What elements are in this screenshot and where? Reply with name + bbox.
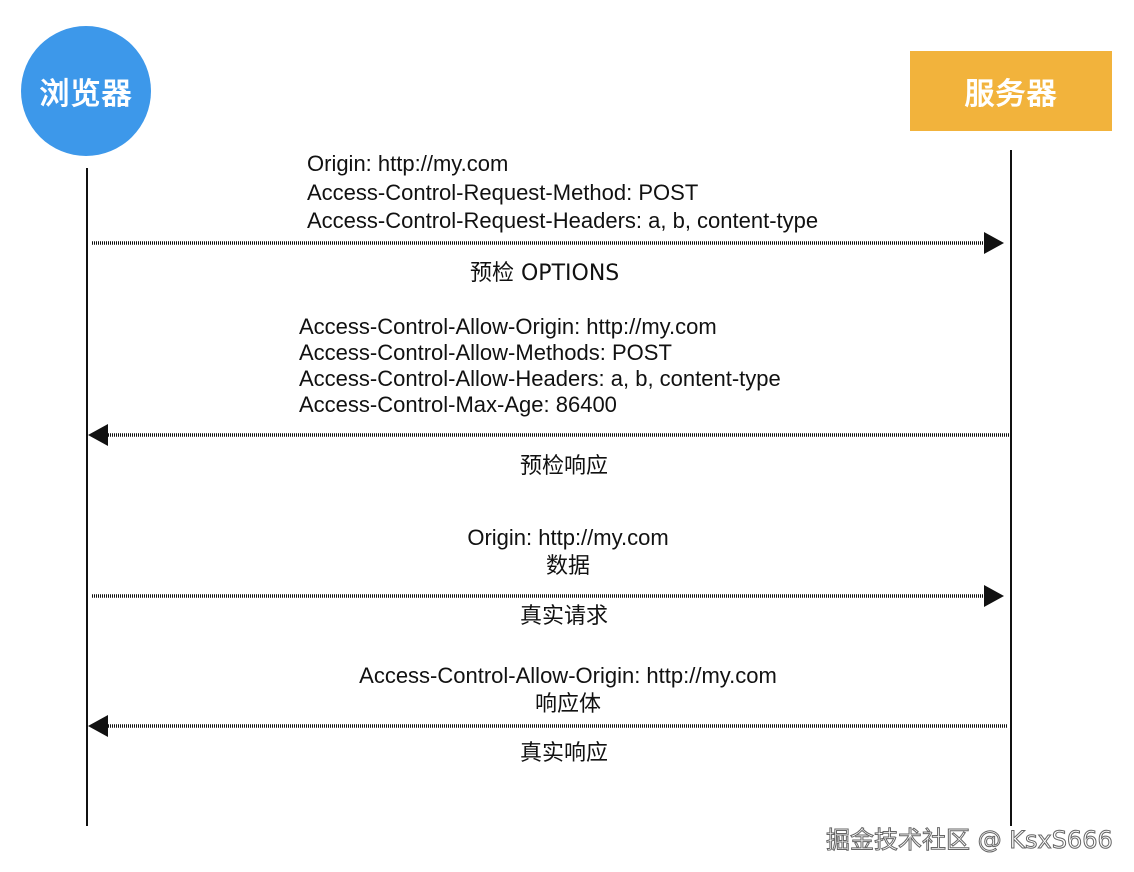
arrow-actual-response bbox=[88, 715, 1007, 737]
header-line: Access-Control-Allow-Origin: http://my.c… bbox=[359, 663, 777, 688]
watermark: 掘金技术社区 @ KsxS666 bbox=[826, 826, 1114, 855]
actual-request-label: 真实请求 bbox=[520, 604, 609, 629]
header-line: Access-Control-Allow-Headers: a, b, cont… bbox=[299, 365, 781, 391]
header-line: Access-Control-Request-Method: POST bbox=[307, 179, 699, 205]
header-line: 数据 bbox=[545, 553, 590, 579]
server-actor: 服务器 bbox=[910, 51, 1112, 131]
preflight-request-label: 预检 OPTIONS bbox=[470, 261, 620, 286]
preflight-request-headers: Origin: http://my.com Access-Control-Req… bbox=[307, 150, 818, 236]
actual-response-headers: Access-Control-Allow-Origin: http://my.c… bbox=[318, 662, 818, 719]
preflight-response-label: 预检响应 bbox=[520, 454, 609, 479]
server-label: 服务器 bbox=[964, 77, 1058, 112]
actual-response-label: 真实响应 bbox=[520, 741, 609, 766]
header-line: Access-Control-Allow-Methods: POST bbox=[299, 339, 672, 365]
header-line: 响应体 bbox=[534, 691, 601, 717]
arrow-preflight-request bbox=[92, 232, 1004, 254]
browser-actor: 浏览器 bbox=[21, 26, 151, 156]
header-line: Origin: http://my.com bbox=[467, 525, 669, 550]
header-line: Access-Control-Request-Headers: a, b, co… bbox=[307, 208, 819, 234]
arrow-preflight-response bbox=[88, 424, 1009, 446]
header-line: Origin: http://my.com bbox=[307, 151, 509, 176]
arrow-actual-request bbox=[92, 585, 1004, 607]
header-line: Access-Control-Allow-Origin: http://my.c… bbox=[299, 314, 717, 339]
preflight-response-headers: Access-Control-Allow-Origin: http://my.c… bbox=[299, 314, 781, 418]
browser-label: 浏览器 bbox=[39, 77, 133, 112]
actual-request-headers: Origin: http://my.com 数据 bbox=[418, 524, 718, 581]
header-line: Access-Control-Max-Age: 86400 bbox=[299, 391, 617, 417]
